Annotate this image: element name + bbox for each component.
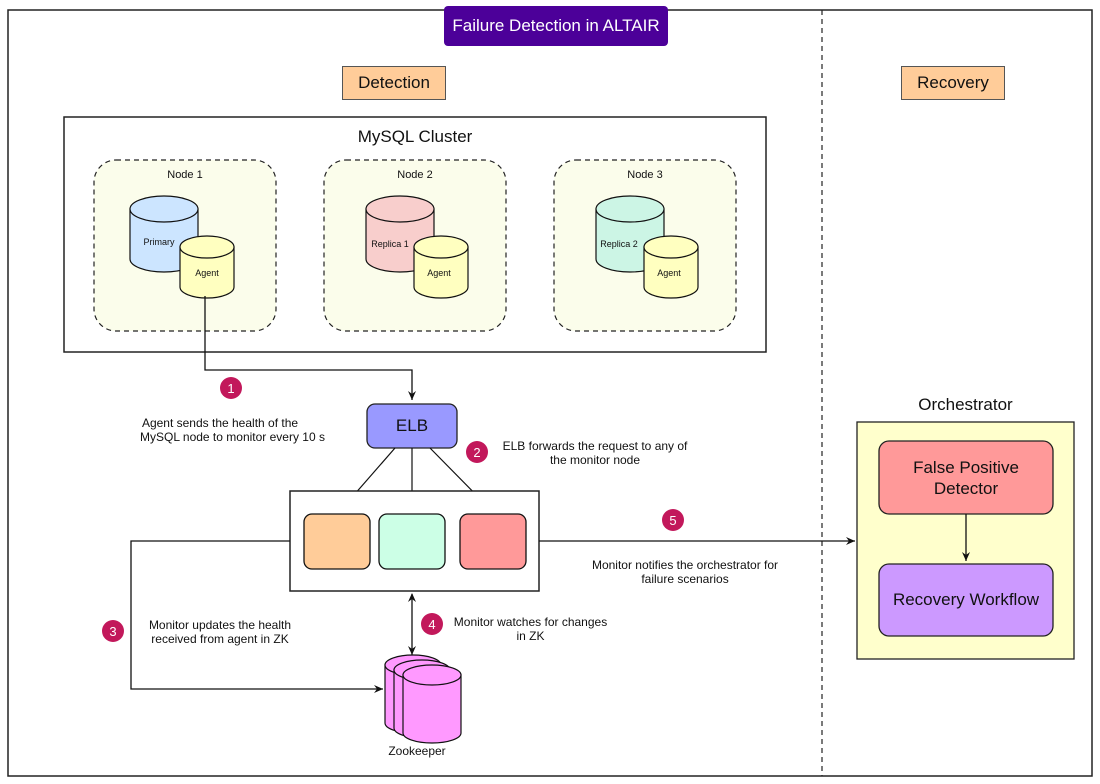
orchestrator-title: Orchestrator xyxy=(918,395,1013,414)
recovery-section-label: Recovery xyxy=(901,66,1005,100)
node-1-label: Node 1 xyxy=(167,169,203,181)
step-3-badge: 3 xyxy=(102,620,124,642)
recovery-workflow-label: Recovery Workflow xyxy=(892,590,1040,609)
diagram-title: Failure Detection in ALTAIR xyxy=(444,6,668,46)
monitor-to-zookeeper-connector xyxy=(130,540,383,693)
monitor-3-box xyxy=(459,513,527,570)
step-2-badge: 2 xyxy=(466,441,488,463)
agent-3-label: Agent xyxy=(657,268,681,278)
monitor-2-box xyxy=(378,513,446,570)
replica-1-db-label: Replica 1 xyxy=(371,239,409,249)
node-3-label: Node 3 xyxy=(627,169,663,181)
false-positive-detector-label: False Positive Detector xyxy=(913,458,1019,499)
zookeeper-cylinders xyxy=(384,654,462,744)
recovery-workflow-box xyxy=(878,563,1054,637)
step-5-badge: 5 xyxy=(662,509,684,531)
agent-to-elb-connector xyxy=(204,296,416,400)
mysql-cluster-title: MySQL Cluster xyxy=(357,127,473,146)
zookeeper-cylinder-front xyxy=(402,664,462,744)
node-2-label: Node 2 xyxy=(397,169,433,181)
detection-section-label: Detection xyxy=(342,66,446,100)
node-3-agent-cylinder xyxy=(643,235,699,299)
step-4-badge: 4 xyxy=(421,613,443,635)
replica-2-db-label: Replica 2 xyxy=(600,239,638,249)
node-2-agent-cylinder xyxy=(413,235,469,299)
node-1-agent-cylinder xyxy=(179,235,235,299)
agent-1-label: Agent xyxy=(195,268,219,278)
zookeeper-label: Zookeeper xyxy=(388,744,446,758)
elb-label: ELB xyxy=(395,416,429,435)
agent-2-label: Agent xyxy=(427,268,451,278)
monitor-1-box xyxy=(303,513,371,570)
primary-db-label: Primary xyxy=(143,237,175,247)
step-1-badge: 1 xyxy=(220,377,242,399)
